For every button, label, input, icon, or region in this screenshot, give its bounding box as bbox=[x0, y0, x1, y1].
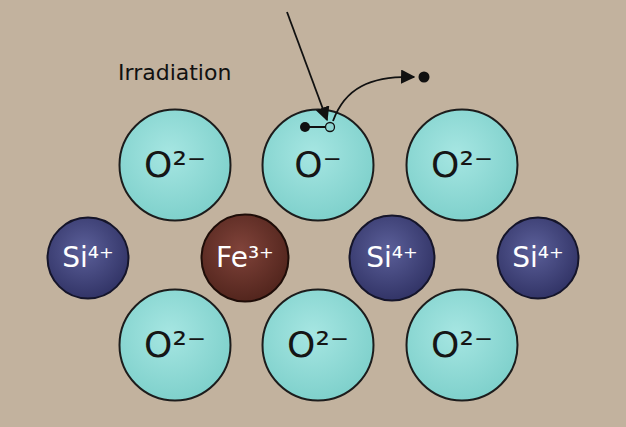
oxygen-ion: O²⁻ bbox=[261, 288, 375, 402]
silicon-ion: Si⁴⁺ bbox=[348, 214, 436, 302]
ion-symbol: O²⁻ bbox=[431, 327, 493, 363]
electron-hole bbox=[326, 123, 335, 132]
ion-circle-outline bbox=[263, 290, 374, 401]
ion-symbol: O²⁻ bbox=[144, 327, 206, 363]
oxygen-ion: O²⁻ bbox=[118, 288, 232, 402]
ion-circle-outline bbox=[407, 290, 518, 401]
oxygen-ion: O²⁻ bbox=[405, 108, 519, 222]
ion-symbol: O²⁻ bbox=[144, 147, 206, 183]
ion-circle-outline bbox=[263, 110, 374, 221]
ejected-electron bbox=[419, 72, 430, 83]
ion-symbol: O²⁻ bbox=[431, 147, 493, 183]
irradiation-label: Irradiation bbox=[118, 60, 231, 85]
electron-bond bbox=[305, 126, 326, 128]
ion-circle-outline bbox=[407, 110, 518, 221]
irradiation-arrow bbox=[287, 12, 327, 120]
ion-symbol: O⁻ bbox=[294, 147, 341, 183]
ion-symbol: O²⁻ bbox=[287, 327, 349, 363]
ion-circle-outline bbox=[202, 215, 289, 302]
ion-circle-outline bbox=[498, 218, 579, 299]
electron-dot bbox=[300, 122, 310, 132]
oxygen-ion: O²⁻ bbox=[118, 108, 232, 222]
ion-symbol: Si⁴⁺ bbox=[512, 244, 564, 272]
silicon-ion: Si⁴⁺ bbox=[496, 216, 580, 300]
ion-circle-outline bbox=[350, 216, 435, 301]
ion-symbol: Si⁴⁺ bbox=[62, 244, 114, 272]
oxygen-ion: O⁻ bbox=[261, 108, 375, 222]
ion-circle-outline bbox=[120, 290, 231, 401]
ejection-arrow bbox=[333, 77, 414, 121]
ion-circle-outline bbox=[120, 110, 231, 221]
silicon-ion: Si⁴⁺ bbox=[46, 216, 130, 300]
ion-symbol: Si⁴⁺ bbox=[366, 244, 418, 272]
ion-circle-outline bbox=[48, 218, 129, 299]
oxygen-ion: O²⁻ bbox=[405, 288, 519, 402]
ion-symbol: Fe³⁺ bbox=[216, 244, 274, 272]
iron-ion: Fe³⁺ bbox=[200, 213, 290, 303]
